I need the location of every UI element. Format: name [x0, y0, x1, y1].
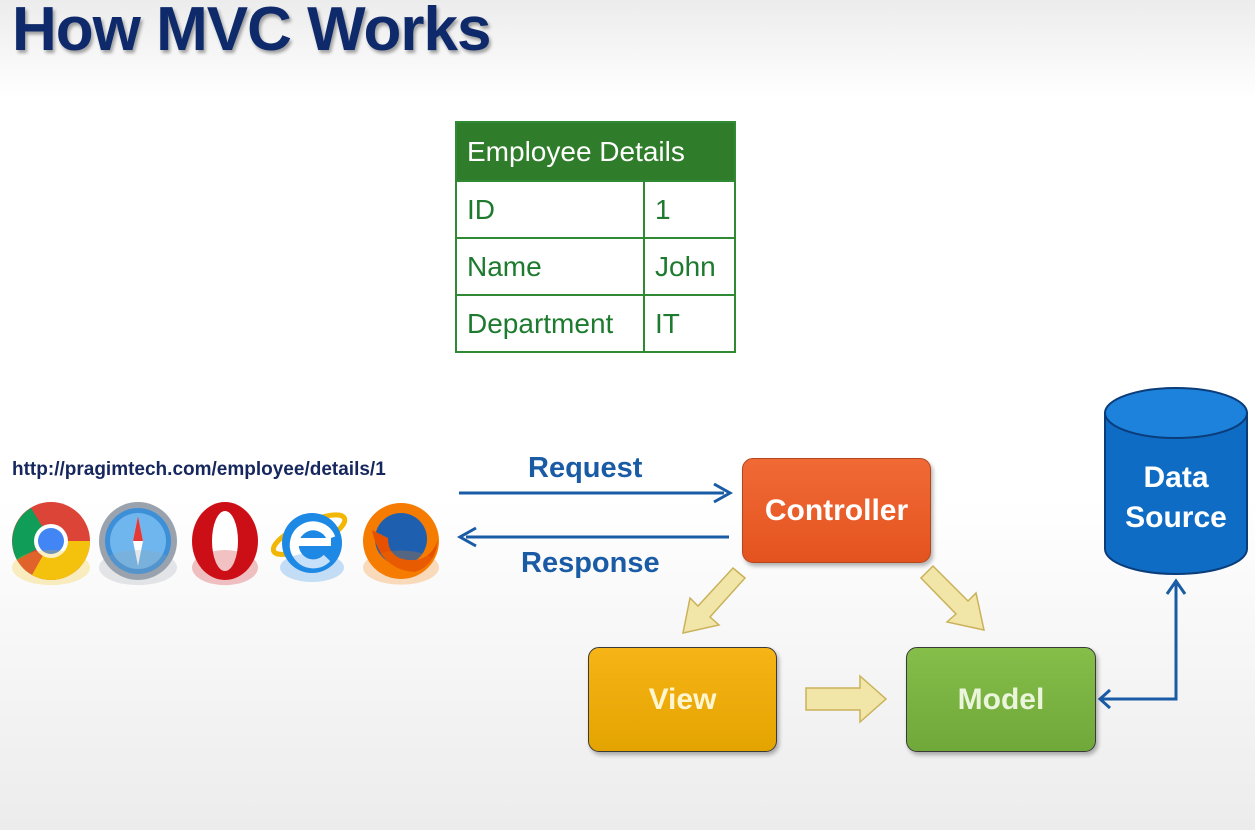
table-header: Employee Details — [455, 121, 736, 182]
request-label: Request — [528, 452, 643, 484]
chrome-icon — [12, 502, 90, 580]
response-arrow — [456, 526, 729, 548]
table-header-row: Employee Details — [455, 121, 736, 182]
opera-icon — [192, 502, 258, 580]
row-value: 1 — [643, 180, 736, 239]
row-label: ID — [455, 180, 645, 239]
request-arrow — [459, 482, 734, 504]
slide-title: How MVC Works — [12, 0, 491, 64]
row-value: John — [643, 237, 736, 296]
data-source-line1: Data — [1143, 461, 1209, 494]
model-box: Model — [906, 647, 1096, 752]
internet-explorer-icon — [271, 512, 348, 573]
controller-to-view-arrow — [682, 566, 747, 634]
row-label: Department — [455, 294, 645, 353]
data-source-label: Data Source — [1104, 458, 1248, 538]
view-label: View — [648, 682, 717, 716]
data-source-line2: Source — [1125, 501, 1227, 534]
employee-details-table: Employee Details ID 1 Name John Departme… — [455, 121, 736, 353]
view-to-model-arrow — [805, 674, 888, 724]
database-icon — [1104, 387, 1248, 575]
table-row: Department IT — [455, 294, 736, 353]
response-label: Response — [521, 547, 660, 579]
safari-icon — [99, 502, 177, 580]
ie-reflection — [280, 553, 344, 582]
controller-box: Controller — [742, 458, 931, 563]
controller-to-model-arrow — [919, 564, 985, 631]
firefox-reflection — [363, 550, 439, 585]
controller-label: Controller — [764, 493, 909, 527]
firefox-icon — [363, 503, 439, 579]
browser-icons — [10, 500, 450, 640]
chrome-reflection — [12, 550, 90, 586]
table-row: ID 1 — [455, 180, 736, 239]
safari-reflection — [99, 550, 177, 586]
browser-url: http://pragimtech.com/employee/details/1 — [12, 459, 386, 480]
row-label: Name — [455, 237, 645, 296]
view-box: View — [588, 647, 777, 752]
row-value: IT — [643, 294, 736, 353]
table-row: Name John — [455, 237, 736, 296]
model-label: Model — [957, 682, 1045, 716]
opera-reflection — [192, 550, 258, 586]
model-datasource-connector — [1097, 578, 1187, 710]
